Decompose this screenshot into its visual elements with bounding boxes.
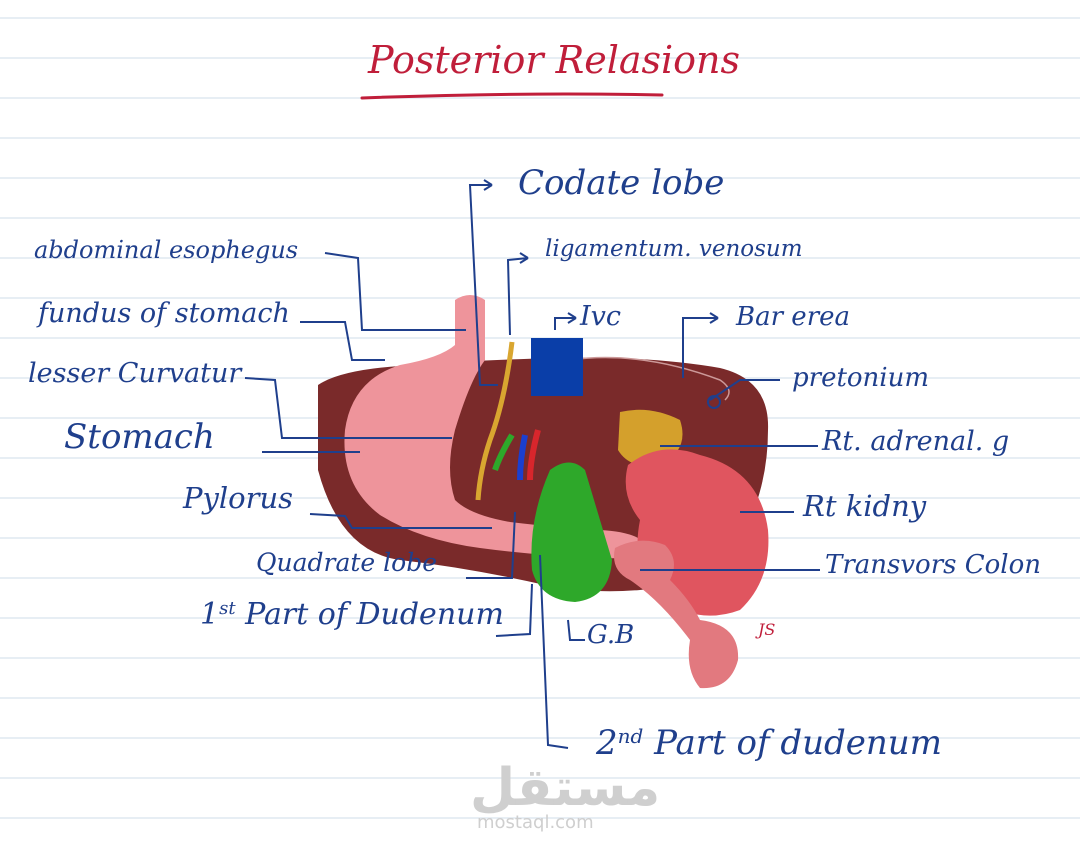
transverse-colon — [614, 540, 739, 689]
label-second-duodenum-suffix: nd — [617, 724, 644, 748]
artist-signature: JS — [758, 620, 776, 639]
label-second-duodenum-number: 2 — [596, 723, 618, 763]
label-fundus: fundus of stomach — [38, 298, 290, 329]
label-right-kidney: Rt kidny — [803, 489, 927, 523]
label-first-duodenum: 1st Part of Dudenum — [200, 600, 504, 630]
label-stomach: Stomach — [64, 417, 215, 457]
label-bare-area: Bar erea — [736, 302, 851, 332]
hepatic-artery — [527, 429, 541, 481]
ligamentum-venosum — [475, 341, 515, 501]
label-gallbladder: G.B — [587, 620, 635, 650]
label-second-duodenum-text: Part of dudenum — [654, 723, 942, 763]
label-ivc: Ivc — [580, 301, 622, 332]
bile-duct — [492, 433, 515, 471]
label-pylorus: Pylorus — [183, 481, 294, 515]
label-abdominal-esophagus: abdominal esophegus — [34, 236, 299, 264]
label-lesser-curvature: lesser Curvatur — [28, 358, 242, 389]
label-first-duodenum-number: 1 — [200, 597, 220, 632]
gallbladder — [531, 462, 612, 602]
watermark-latin: mostaql.com — [477, 812, 594, 833]
label-second-duodenum: 2nd Part of dudenum — [596, 726, 942, 760]
portal-vein — [517, 434, 528, 481]
ivc — [531, 338, 583, 396]
label-first-duodenum-suffix: st — [219, 598, 236, 619]
page-title: Posterior Relasions — [368, 38, 741, 82]
watermark-arabic: مستقل — [470, 758, 661, 818]
label-right-adrenal: Rt. adrenal. g — [822, 426, 1010, 457]
stomach — [344, 295, 650, 559]
bare-area — [569, 356, 730, 401]
label-caudate-lobe: Codate lobe — [518, 163, 725, 203]
label-quadrate-lobe: Quadrate lobe — [256, 548, 437, 577]
label-peritoneum: pretonium — [792, 363, 930, 393]
label-ligamentum-venosum: ligamentum. venosum — [545, 236, 803, 262]
label-transverse-colon: Transvors Colon — [825, 550, 1041, 580]
label-first-duodenum-text: Part of Dudenum — [245, 597, 504, 632]
